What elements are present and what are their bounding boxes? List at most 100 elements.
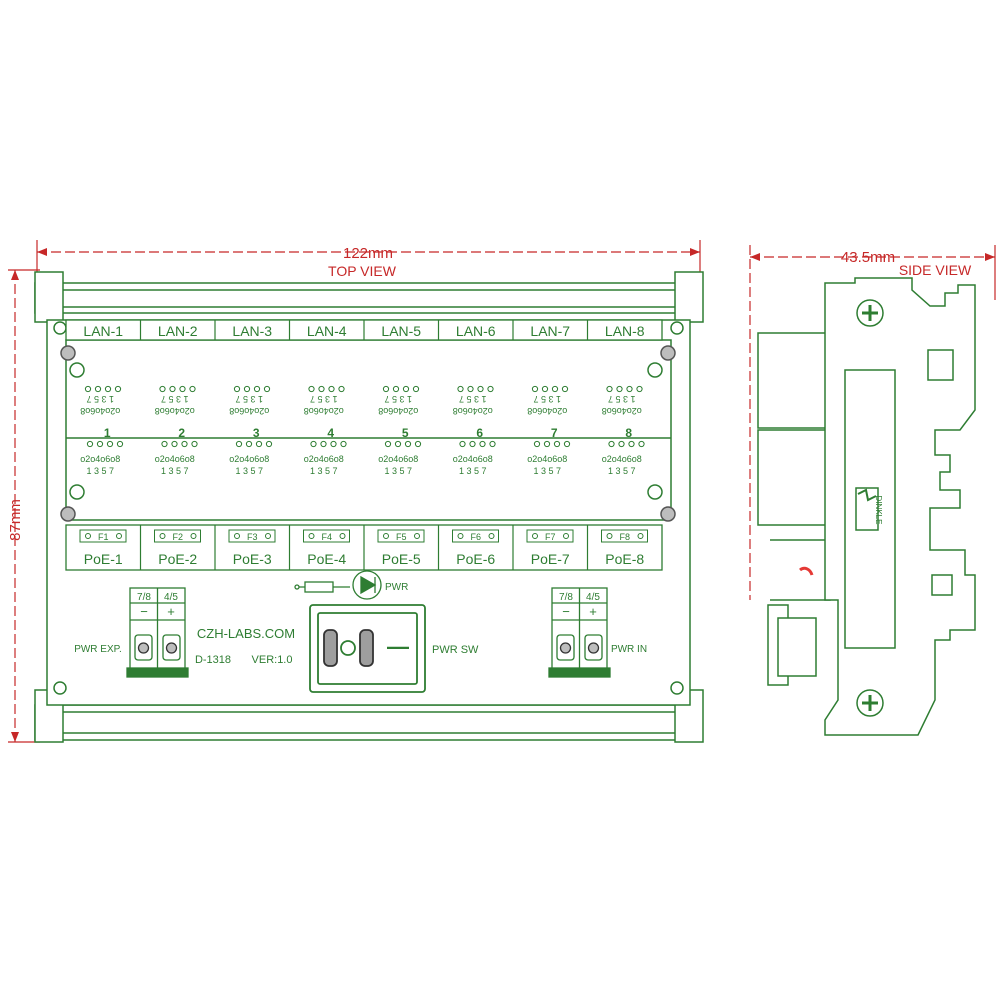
pin-hole	[169, 385, 176, 393]
pin-hole	[412, 385, 420, 393]
pin-row-odd-flipped: 1 3 5 7	[86, 394, 114, 404]
pin-hole	[638, 440, 645, 448]
fuse-pad	[190, 533, 197, 539]
pwr-exp-plus: +	[167, 604, 175, 619]
fuse-pad	[308, 533, 315, 539]
height-dimension-label: 87mm	[7, 499, 24, 541]
pin-hole	[308, 385, 315, 393]
top-rail	[34, 282, 703, 314]
fuse-pad	[234, 533, 240, 539]
pin-hole	[243, 385, 251, 393]
pwr-in-label: PWR IN	[611, 644, 647, 655]
dimension-labels: 122mm TOP VIEW 87mm 43.5mm SIDE VIEW	[7, 245, 972, 541]
pin-hole	[265, 440, 273, 448]
pin-hole	[255, 440, 263, 448]
fuse-box	[228, 529, 276, 543]
fuse-box	[303, 529, 350, 543]
pwr-led	[294, 570, 382, 600]
lan-label: LAN-1	[83, 323, 123, 339]
pin-row-odd-flipped: 1 3 5 7	[608, 394, 636, 404]
poe-label: PoE-4	[307, 551, 346, 567]
fuse-label: F5	[396, 532, 407, 542]
pin-hole	[96, 440, 104, 448]
port-number: 2	[178, 426, 185, 440]
pin-hole	[626, 385, 633, 393]
pin-row-even-flipped: o2o4o6o8	[453, 406, 493, 416]
pin-row-even-flipped: o2o4o6o8	[602, 406, 642, 416]
pwr-exp-minus: −	[140, 604, 148, 619]
fuse-label: F3	[247, 532, 258, 542]
fuse-label: F2	[172, 532, 183, 542]
pin-row-odd: 1 3 5 7	[86, 466, 114, 476]
port-number: 8	[625, 426, 632, 440]
pin-hole	[402, 385, 410, 393]
version-label: VER:1.0	[252, 654, 293, 666]
pwr-in-pin-a: 7/8	[559, 592, 573, 603]
side-width-dimension-label: 43.5mm	[841, 249, 895, 266]
poe-label: PoE-3	[233, 551, 272, 567]
pin-hole	[561, 385, 569, 393]
fuse-label: F6	[470, 532, 481, 542]
fuse-box	[601, 529, 648, 543]
pin-hole	[384, 440, 392, 448]
pin-row-odd: 1 3 5 7	[310, 466, 338, 476]
pin-hole	[628, 440, 635, 448]
pin-row-even: o2o4o6o8	[602, 454, 642, 464]
pin-hole	[489, 440, 496, 448]
pin-hole	[233, 385, 241, 393]
fuse-box	[452, 529, 499, 543]
pwr-exp-pin-b: 4/5	[164, 592, 178, 603]
pin-row-even: o2o4o6o8	[527, 454, 567, 464]
fuse-pad	[637, 533, 644, 539]
lan-label: LAN-7	[530, 323, 570, 339]
port-number: 4	[327, 426, 334, 440]
pin-hole	[467, 385, 474, 393]
pwr-in-minus: −	[562, 604, 570, 619]
pin-row-odd-flipped: 1 3 5 7	[384, 394, 412, 404]
poe-label: PoE-7	[531, 551, 570, 567]
pin-hole	[171, 440, 178, 448]
lan-label: LAN-6	[456, 323, 496, 339]
pin-row-even: o2o4o6o8	[304, 454, 344, 464]
pin-hole	[245, 440, 253, 448]
pin-row-odd-flipped: 1 3 5 7	[533, 394, 561, 404]
fuse-label: F4	[321, 532, 332, 542]
lan-label: LAN-4	[307, 323, 347, 339]
pin-hole	[563, 440, 571, 448]
fuse-box	[79, 529, 127, 543]
pin-row-even-flipped: o2o4o6o8	[229, 406, 269, 416]
pin-hole	[159, 385, 166, 393]
fuse-pad	[488, 533, 495, 539]
pin-hole	[84, 385, 92, 393]
pin-hole	[487, 385, 494, 393]
pwr-in-pin-b: 4/5	[586, 592, 600, 603]
pin-hole	[477, 385, 484, 393]
fuse-pad	[265, 533, 271, 539]
pin-hole	[608, 440, 615, 448]
pwr-exp-pin-a: 7/8	[137, 592, 151, 603]
fuse-box	[154, 529, 201, 543]
poe-label: PoE-6	[456, 551, 495, 567]
pwr-in-plus: +	[589, 604, 597, 619]
poe-label: PoE-5	[382, 551, 421, 567]
fuse-pad	[414, 533, 420, 539]
pin-row-even: o2o4o6o8	[229, 454, 269, 464]
fuse-label: F7	[545, 532, 556, 542]
pin-row-odd-flipped: 1 3 5 7	[161, 394, 189, 404]
top-view-label: TOP VIEW	[328, 263, 397, 279]
pin-row-odd: 1 3 5 7	[533, 466, 561, 476]
pin-hole	[181, 440, 188, 448]
switch-mark: —	[387, 634, 409, 659]
poe-label: PoE-1	[84, 551, 123, 567]
lan-label: LAN-5	[381, 323, 421, 339]
pin-hole	[541, 385, 549, 393]
port-number: 1	[104, 426, 111, 440]
pin-row-even-flipped: o2o4o6o8	[527, 406, 567, 416]
pin-row-odd-flipped: 1 3 5 7	[310, 394, 338, 404]
bottom-rail	[34, 704, 703, 741]
fuse-box	[377, 529, 425, 543]
side-view	[757, 277, 976, 736]
pin-hole	[533, 440, 541, 448]
